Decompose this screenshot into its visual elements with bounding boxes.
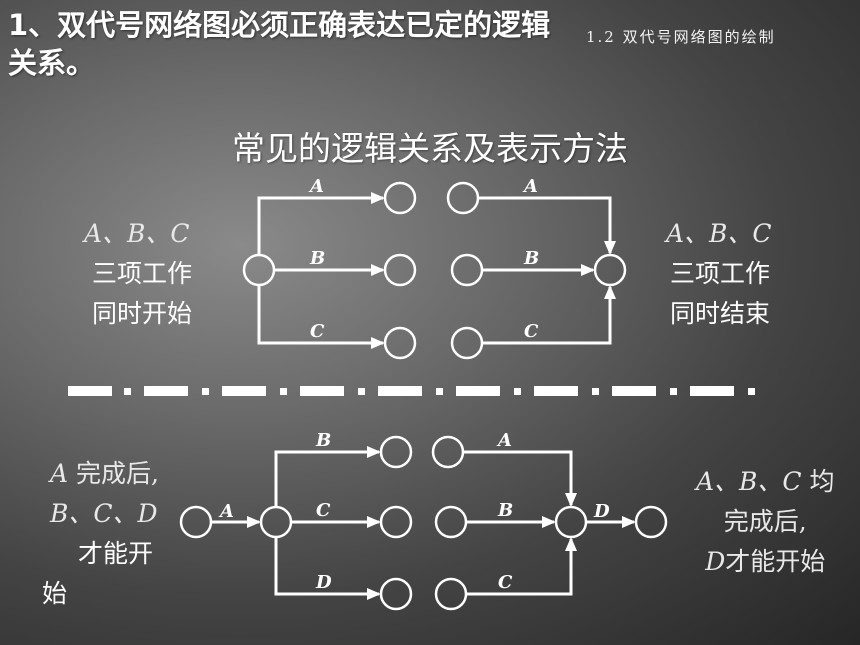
bottom-right-line1: A、B、C 均: [696, 462, 835, 502]
top-right-line1: A、B、C: [666, 219, 772, 248]
top-right-line3: 同时结束: [670, 299, 771, 328]
node: [431, 435, 465, 469]
section-label: 1.2 双代号网络图的绘制: [586, 28, 776, 46]
bottom-right-description: A、B、C 均 完成后, D才能开始: [696, 462, 835, 582]
bottom-left-line4: 始: [42, 579, 68, 608]
node: [383, 326, 417, 360]
arrow-a: [257, 192, 385, 255]
top-right-line2: 三项工作: [670, 259, 771, 288]
top-left-line2: 三项工作: [92, 259, 193, 288]
bottom-right-line2: 完成后,: [723, 507, 807, 536]
node: [450, 326, 484, 360]
activity-label: C: [524, 321, 539, 342]
bottom-right-line1-letters: A、B、C: [696, 467, 802, 496]
activity-label: B: [315, 430, 331, 451]
diagram-subtitle: 常见的逻辑关系及表示方法: [232, 129, 628, 168]
activity-label: C: [316, 500, 331, 521]
node: [383, 181, 417, 215]
diagram-start-together: A B C: [242, 176, 417, 360]
arrow-c: [257, 285, 385, 349]
bottom-right-line3-letter: D: [705, 547, 726, 576]
node: [434, 577, 468, 611]
diagram-after-a: A B C D: [179, 430, 413, 611]
node: [242, 253, 276, 287]
bottom-left-line1-text: 完成后,: [68, 459, 159, 488]
node: [450, 253, 484, 287]
top-left-line3: 同时开始: [92, 299, 193, 328]
node: [554, 505, 588, 539]
node: [634, 505, 668, 539]
activity-label: B: [523, 248, 539, 269]
arrow-c: [482, 285, 616, 345]
node: [434, 505, 468, 539]
arrow-a: [478, 196, 616, 255]
bottom-left-description: A 完成后, B、C、D 才能开 始: [42, 454, 159, 614]
arrow-d: [274, 537, 381, 600]
bottom-left-line1: A 完成后,: [42, 454, 159, 494]
activity-label: D: [593, 501, 610, 522]
bottom-right-line3-text: 才能开始: [725, 547, 826, 576]
node: [179, 505, 213, 539]
bottom-left-line3: 才能开: [78, 539, 154, 568]
activity-label: D: [315, 572, 332, 593]
bottom-left-line2: B、C、D: [50, 499, 158, 528]
dash-dot-divider: [68, 386, 755, 396]
top-left-line1: A、B、C: [84, 219, 190, 248]
node: [259, 505, 293, 539]
node: [379, 435, 413, 469]
bottom-left-line1-letter: A: [50, 459, 69, 488]
activity-label: B: [309, 248, 325, 269]
node: [379, 505, 413, 539]
bottom-right-line3: D才能开始: [696, 542, 835, 582]
activity-label: B: [497, 500, 513, 521]
diagram-finish-together: A B C: [446, 176, 627, 360]
activity-label: A: [308, 176, 324, 197]
slide-heading: 1、双代号网络图必须正确表达已定的逻辑关系。: [8, 8, 551, 80]
activity-label: C: [310, 321, 325, 342]
diagram-before-d: A B C D: [431, 430, 668, 611]
arrow-c: [466, 537, 577, 596]
arrow-b: [274, 446, 381, 507]
node: [379, 577, 413, 611]
bottom-right-line1-text: 均: [801, 467, 835, 496]
activity-label: A: [522, 176, 538, 197]
top-right-description: A、B、C 三项工作 同时结束: [666, 214, 772, 334]
arrow-a: [463, 450, 577, 507]
activity-label: A: [496, 430, 512, 451]
node: [383, 253, 417, 287]
node: [446, 181, 480, 215]
top-left-description: A、B、C 三项工作 同时开始: [84, 214, 192, 334]
node: [593, 253, 627, 287]
activity-label: C: [498, 572, 513, 593]
activity-label: A: [218, 501, 234, 522]
